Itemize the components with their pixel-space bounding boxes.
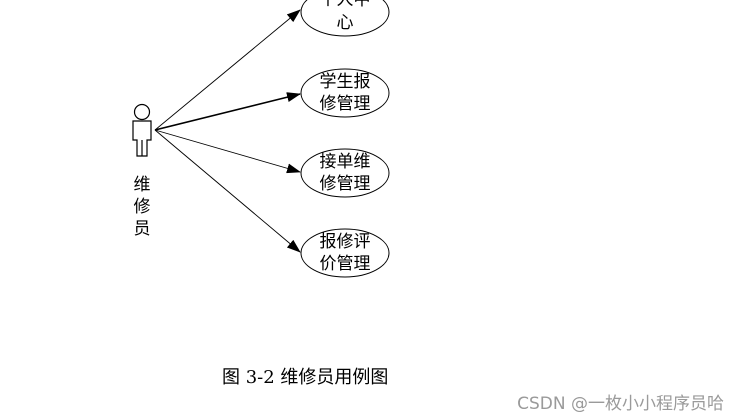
use-case-ellipse — [300, 228, 390, 278]
actor-label: 维 修 员 — [134, 175, 151, 239]
actor-figure — [132, 103, 152, 157]
association-arrow — [154, 92, 301, 131]
use-case-ellipse — [300, 0, 390, 37]
use-case-label: 修管理 — [320, 174, 371, 194]
use-case-order-repair-management: 接单维 修管理 — [300, 148, 390, 198]
figure-caption: 图 3-2 维修员用例图 — [222, 367, 389, 388]
use-case-label: 接单维 — [320, 152, 371, 172]
use-case-repair-evaluation-management: 报修评 价管理 — [300, 228, 390, 278]
actor-label-char: 修 — [134, 197, 151, 217]
use-case-label: 学生报 — [320, 72, 371, 92]
actor-head — [133, 103, 151, 121]
use-case-personal-center: 个人中 心 — [300, 0, 390, 37]
use-case-label: 报修评 — [320, 232, 371, 252]
association-arrow — [154, 129, 301, 174]
actor-body — [132, 120, 152, 157]
association-arrow — [154, 9, 301, 131]
use-case-label: 个人中 — [320, 0, 371, 10]
use-case-label: 修管理 — [320, 94, 371, 114]
association-arrow — [154, 129, 301, 253]
actor-label-char: 维 — [134, 175, 151, 195]
associations — [154, 9, 301, 253]
use-case-ellipse — [300, 148, 390, 198]
use-case-label: 价管理 — [320, 254, 371, 274]
use-case-label: 心 — [337, 13, 354, 33]
actor-label-char: 员 — [134, 219, 151, 239]
use-case-ellipse — [300, 68, 390, 118]
watermark-text: CSDN @一枚小小程序员哈 — [517, 394, 724, 414]
use-case-student-repair-management: 学生报 修管理 — [300, 68, 390, 118]
